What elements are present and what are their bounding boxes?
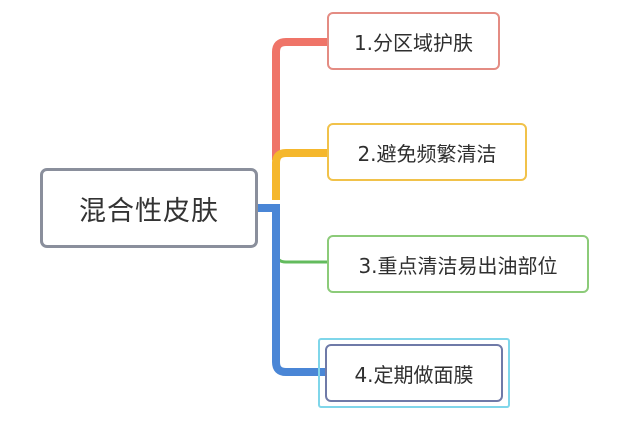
branch-topic-3-label: 3.重点清洁易出油部位 [358, 253, 558, 278]
branch-topic-1-label: 1.分区域护肤 [353, 30, 474, 55]
branch-topic-4: 4.定期做面膜 [325, 344, 503, 402]
root-topic-label: 混合性皮肤 [79, 195, 219, 227]
branch-topic-2: 2.避免频繁清洁 [327, 123, 527, 181]
branch-topic-4-selection-outline [318, 338, 510, 408]
branch-topic-4-label: 4.定期做面膜 [354, 362, 474, 387]
branch-topic-3: 3.重点清洁易出油部位 [327, 235, 589, 293]
connector-branch-2 [272, 149, 327, 200]
connector-branch-3 [274, 210, 327, 264]
branch-topic-2-label: 2.避免频繁清洁 [357, 141, 497, 166]
connector-branch-1 [272, 38, 327, 160]
branch-topic-1: 1.分区域护肤 [327, 12, 500, 70]
root-topic: 混合性皮肤 [40, 168, 258, 248]
connector-branch-4 [272, 204, 325, 376]
